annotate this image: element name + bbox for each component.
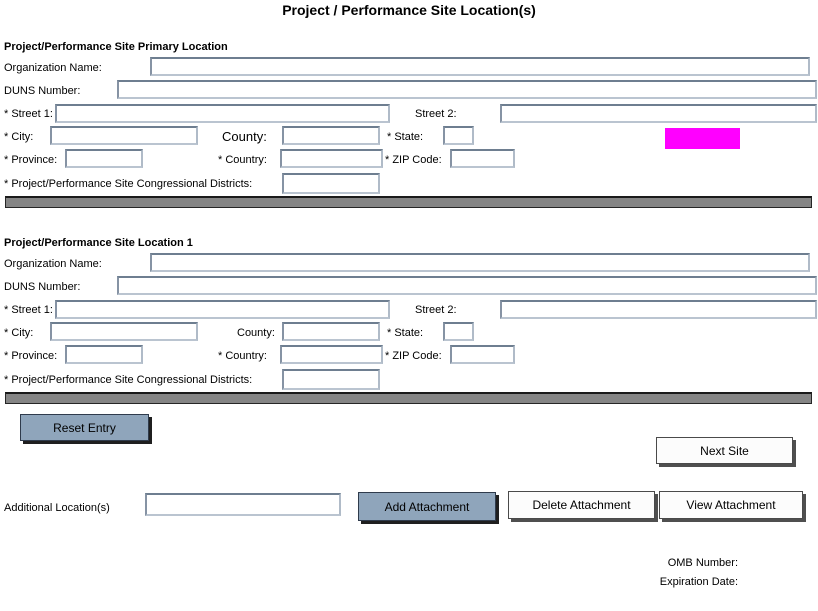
location1-country-input[interactable] <box>280 345 383 364</box>
location1-province-input[interactable] <box>65 345 143 364</box>
location1-street2-input[interactable] <box>500 300 817 319</box>
expiration-date-label: Expiration Date: <box>659 576 738 588</box>
province-label: * Province: <box>4 350 58 362</box>
state-label: * State: <box>387 327 424 339</box>
location1-state-input[interactable] <box>443 322 474 341</box>
location1-duns-number-input[interactable] <box>117 276 817 295</box>
zip-code-label: * ZIP Code: <box>385 154 442 166</box>
primary-state-input[interactable] <box>443 126 474 145</box>
additional-locations-label: Additional Location(s) <box>4 502 110 514</box>
organization-name-label: Organization Name: <box>4 62 102 74</box>
location1-county-input[interactable] <box>282 322 380 341</box>
additional-locations-input[interactable] <box>145 493 341 516</box>
delete-attachment-button[interactable]: Delete Attachment <box>508 491 655 519</box>
primary-zip-code-input[interactable] <box>450 149 515 168</box>
add-attachment-button[interactable]: Add Attachment <box>358 492 496 521</box>
primary-country-input[interactable] <box>280 149 383 168</box>
street2-label: Street 2: <box>415 304 457 316</box>
street1-label: * Street 1: <box>4 108 53 120</box>
duns-number-label: DUNS Number: <box>4 85 81 97</box>
location1-zip-code-input[interactable] <box>450 345 515 364</box>
street2-label: Street 2: <box>415 108 457 120</box>
county-label: County: <box>222 129 267 144</box>
page-title: Project / Performance Site Location(s) <box>282 2 536 18</box>
city-label: * City: <box>4 327 34 339</box>
duns-number-label: DUNS Number: <box>4 281 81 293</box>
location1-organization-name-input[interactable] <box>150 253 810 272</box>
country-label: * Country: <box>218 350 267 362</box>
street1-label: * Street 1: <box>4 304 53 316</box>
primary-street1-input[interactable] <box>55 104 390 123</box>
section-divider-bar <box>5 392 812 404</box>
omb-number-label: OMB Number: <box>667 557 738 569</box>
organization-name-label: Organization Name: <box>4 258 102 270</box>
section-header-primary-location: Project/Performance Site Primary Locatio… <box>4 41 228 53</box>
reset-entry-button[interactable]: Reset Entry <box>20 414 149 441</box>
location1-congressional-districts-input[interactable] <box>282 369 380 390</box>
zip-code-label: * ZIP Code: <box>385 350 442 362</box>
primary-congressional-districts-input[interactable] <box>282 173 380 194</box>
city-label: * City: <box>4 131 34 143</box>
state-label: * State: <box>387 131 424 143</box>
location1-street1-input[interactable] <box>55 300 390 319</box>
congressional-districts-label: * Project/Performance Site Congressional… <box>4 374 253 386</box>
primary-county-input[interactable] <box>282 126 380 145</box>
section-divider-bar <box>5 196 812 208</box>
primary-organization-name-input[interactable] <box>150 57 810 76</box>
county-label: County: <box>237 327 275 339</box>
primary-street2-input[interactable] <box>500 104 817 123</box>
country-label: * Country: <box>218 154 267 166</box>
province-label: * Province: <box>4 154 58 166</box>
view-attachment-button[interactable]: View Attachment <box>659 491 803 519</box>
next-site-button[interactable]: Next Site <box>656 437 793 464</box>
location1-city-input[interactable] <box>50 322 198 341</box>
congressional-districts-label: * Project/Performance Site Congressional… <box>4 178 253 190</box>
section-header-location-1: Project/Performance Site Location 1 <box>4 237 193 249</box>
magenta-highlight-box <box>665 128 740 149</box>
primary-duns-number-input[interactable] <box>117 80 817 99</box>
primary-city-input[interactable] <box>50 126 198 145</box>
primary-province-input[interactable] <box>65 149 143 168</box>
